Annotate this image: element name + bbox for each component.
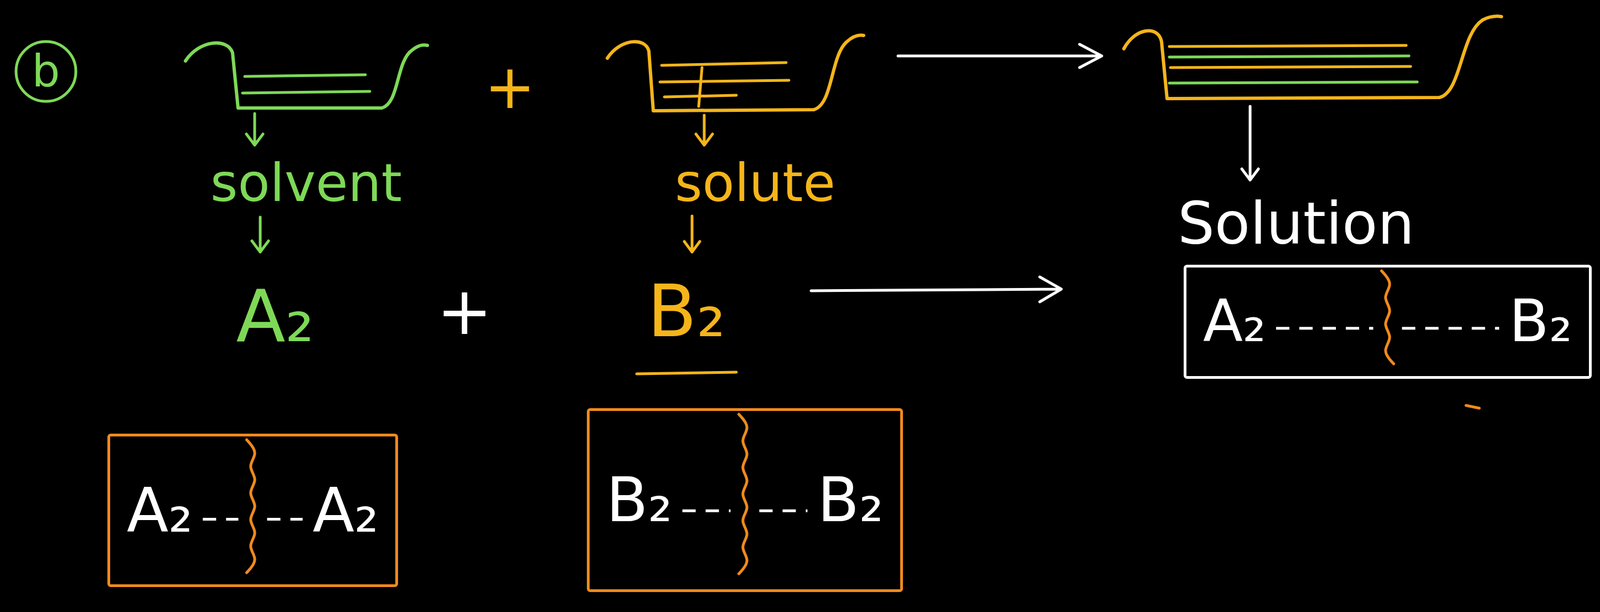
dashed-bond xyxy=(267,517,303,521)
dashed-bond xyxy=(1401,326,1499,330)
dashed-bond xyxy=(759,509,808,513)
solution-line xyxy=(1170,66,1411,68)
solute-tray xyxy=(607,34,864,111)
solvent-line xyxy=(244,74,366,77)
formula-text: A₂ xyxy=(312,476,379,544)
letter-circle xyxy=(16,41,76,102)
down-arrow xyxy=(246,113,263,146)
interaction-wave xyxy=(246,439,256,573)
formula-text: B₂ xyxy=(606,466,673,534)
formula-text: B₂ xyxy=(817,466,884,534)
dashed-bond xyxy=(202,517,239,521)
down-arrow xyxy=(684,215,700,252)
solution-line xyxy=(1169,45,1407,47)
molecule-box: A₂ B₂ xyxy=(1183,264,1592,379)
formula-text: A₂ xyxy=(1203,289,1267,354)
molecule-formula: A₂ xyxy=(235,276,314,356)
solvent-label: solvent xyxy=(210,153,402,213)
molecule-box: A₂ A₂ xyxy=(107,433,399,587)
interaction-wave xyxy=(739,414,748,574)
molecule-formula: B₂ xyxy=(647,271,726,352)
formula-text: B₂ xyxy=(1509,289,1573,354)
solution-tray xyxy=(1123,16,1502,99)
formula-text: A₂ xyxy=(126,476,193,544)
solute-line xyxy=(661,62,787,66)
solvent-line xyxy=(242,91,370,94)
dashed-bond xyxy=(682,509,731,513)
solute-line xyxy=(698,67,703,107)
solute-line xyxy=(659,80,789,82)
panel-letter: b xyxy=(32,47,61,96)
interaction-wave xyxy=(1381,270,1394,364)
reaction-arrow xyxy=(897,44,1102,68)
tick-mark xyxy=(1466,405,1480,409)
solution-line xyxy=(1169,81,1418,84)
reaction-arrow xyxy=(811,276,1062,302)
down-arrow xyxy=(695,115,713,146)
dashed-bond xyxy=(1276,326,1374,330)
solution-line xyxy=(1169,55,1409,58)
down-arrow xyxy=(1241,106,1259,180)
solution-label: Solution xyxy=(1177,192,1415,257)
solvent-tray xyxy=(185,43,428,108)
plus-sign: + xyxy=(436,274,493,348)
plus-sign: + xyxy=(484,53,536,121)
molecule-box: B₂ B₂ xyxy=(586,408,903,592)
down-arrow xyxy=(251,217,269,252)
solute-label: solute xyxy=(674,153,836,213)
underline xyxy=(636,372,737,374)
